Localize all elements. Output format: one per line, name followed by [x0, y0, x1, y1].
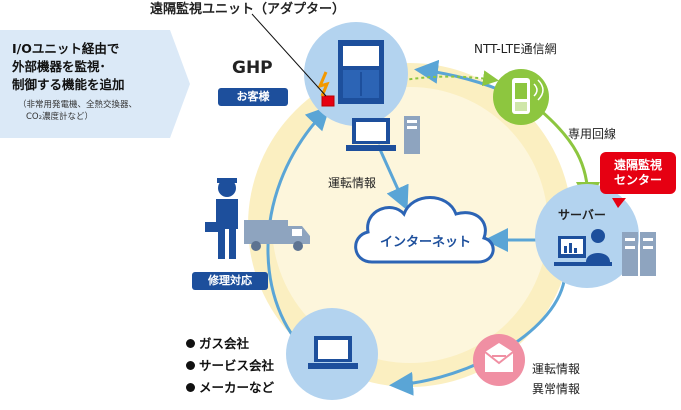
feature-callout-box	[0, 30, 190, 138]
server-rack-icon	[622, 232, 656, 276]
ghp-unit-icon	[338, 40, 384, 104]
server-operator-icon	[554, 229, 612, 266]
internet-cloud	[354, 196, 495, 264]
arrow-ghp-to-internet	[376, 144, 409, 211]
internet-label: インターネット	[380, 235, 472, 250]
error-info-label: 異常情報	[532, 382, 581, 396]
remote-center-pointer	[612, 198, 626, 208]
recipient-item: サービス会社	[186, 355, 274, 377]
adapter-title: 遠隔監視ユニット（アダプター）	[150, 2, 346, 17]
feature-note-line-1: （非常用発電機、全熱交換器、	[18, 100, 138, 110]
bullet-dot	[186, 339, 195, 348]
repair-tag: 修理対応	[192, 272, 268, 290]
feature-note-line-2: CO₂濃度計など）	[26, 112, 94, 122]
recipient-item: メーカーなど	[186, 377, 274, 399]
office-pc-icon	[346, 116, 420, 154]
ghp-title: GHP	[232, 58, 273, 78]
adapter-leader-line	[251, 13, 327, 97]
remote-center-line-1: 遠隔監視	[613, 158, 662, 172]
bullet-dot	[186, 361, 195, 370]
operation-info-top-label: 運転情報	[328, 176, 377, 190]
customer-tag: お客様	[218, 88, 288, 106]
dedicated-line-label: 専用回線	[568, 127, 617, 141]
remote-center-line-2: センター	[613, 173, 662, 187]
recipient-laptop-icon	[308, 336, 358, 369]
service-truck-icon	[244, 220, 310, 251]
feature-line-3: 制御する機能を追加	[12, 77, 125, 92]
repair-worker-icon	[205, 178, 238, 259]
recipient-item: ガス会社	[186, 333, 274, 355]
feature-line-1: I/Oユニット経由で	[12, 41, 120, 56]
arrow-ntt-to-ghp	[414, 59, 501, 92]
feature-description: I/Oユニット経由で 外部機器を監視･ 制御する機能を追加	[12, 40, 182, 94]
mail-icon	[484, 343, 514, 372]
recipient-list: ガス会社 サービス会社 メーカーなど	[186, 333, 274, 399]
remote-center-badge: 遠隔監視 センター	[600, 152, 676, 194]
adapter-icon	[317, 71, 335, 107]
server-title: サーバー	[558, 208, 606, 222]
bullet-dot	[186, 383, 195, 392]
ntt-lte-label: NTT-LTE通信網	[474, 42, 557, 56]
operation-info-bottom-label: 運転情報	[532, 362, 581, 376]
feature-line-2: 外部機器を監視･	[12, 59, 106, 74]
feature-note: （非常用発電機、全熱交換器、 CO₂濃度計など）	[18, 99, 178, 123]
mobile-phone-icon	[512, 78, 544, 114]
